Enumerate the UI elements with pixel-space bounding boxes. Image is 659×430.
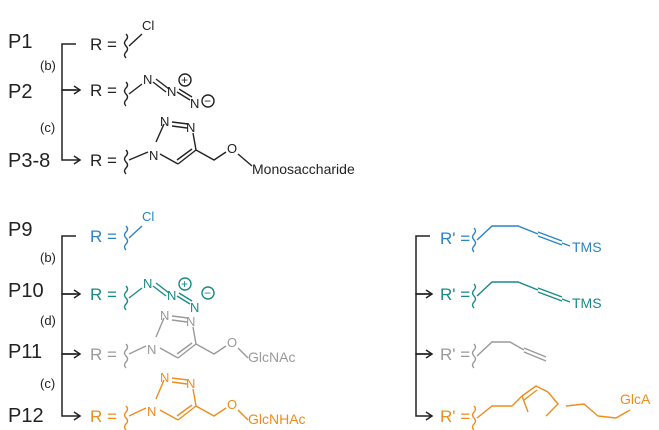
atom-n2-triazole-top: N [160, 114, 169, 129]
label-p3-8: P3-8 [8, 150, 50, 172]
substituent-cl-top [123, 33, 143, 59]
substituent-triazole-p12 [123, 377, 249, 430]
r-prime-label-1: R' = [440, 229, 470, 248]
r-prime-label-3: R' = [440, 345, 470, 364]
tms-label-1: TMS [572, 239, 602, 255]
step-b-bottom: (b) [40, 250, 56, 265]
glcnhac-label: GlcNHAc [248, 411, 306, 427]
tms-label-2: TMS [572, 295, 602, 311]
r-label-p12: R = [90, 407, 117, 426]
glca-label: GlcA [620, 391, 651, 407]
step-c-top: (c) [40, 120, 55, 135]
plus-charge-icon [178, 277, 192, 291]
atom-n3-triazole-top: N [186, 120, 195, 135]
substituent-azide-p10 [123, 277, 215, 311]
substituent-triazole-glca [471, 385, 631, 430]
charge-plus-p10: + [181, 277, 188, 291]
wavy-bond-icon [471, 343, 477, 369]
r-label-p9: R = [90, 227, 117, 246]
step-d-bottom: (d) [40, 313, 56, 328]
atom-n2-top: N [167, 84, 176, 99]
charge-plus-top: + [181, 73, 188, 87]
label-p11: P11 [8, 341, 42, 363]
right-series-brackets [415, 235, 434, 421]
atom-n1-p12: N [147, 404, 156, 419]
r-label-p10: R = [90, 285, 117, 304]
wavy-bond-icon [123, 285, 129, 311]
r-prime-label-4: R' = [440, 407, 470, 426]
substituent-triazole-p11 [123, 315, 249, 369]
substituent-azide-top [123, 73, 215, 108]
charge-minus-top: − [204, 94, 211, 108]
glcnac-label: GlcNAc [248, 349, 295, 365]
substituent-cl-p9 [123, 225, 143, 251]
r-label-p3: R = [90, 151, 117, 170]
atom-n3-top: N [190, 96, 199, 111]
bracket-p11-p12 [61, 353, 80, 417]
atom-n1-triazole-top: N [149, 148, 158, 163]
atom-n2-p10: N [167, 288, 176, 303]
atom-n1-p10: N [143, 276, 152, 291]
substituent-alkyne-3 [471, 341, 547, 369]
atom-cl-p9: Cl [142, 209, 154, 224]
substituent-alkyne-tms-2 [471, 281, 571, 309]
wavy-bond-icon [123, 343, 129, 369]
atom-o-p11: O [227, 335, 237, 350]
bracket-p10-p11 [61, 293, 80, 355]
r-prime-label-2: R' = [440, 285, 470, 304]
top-series [61, 43, 82, 165]
arrow-head-p2 [73, 85, 82, 95]
atom-o-top: O [227, 141, 237, 156]
label-p2: P2 [8, 81, 32, 103]
r-label-p11: R = [90, 345, 117, 364]
atom-n3-p12: N [186, 376, 195, 391]
atom-o-p12: O [227, 397, 237, 412]
label-p9: P9 [8, 219, 32, 241]
atom-cl-top: Cl [142, 18, 154, 33]
wavy-bond-icon [471, 405, 477, 430]
label-p10: P10 [8, 280, 44, 302]
label-p1: P1 [8, 31, 32, 53]
wavy-bond-icon [123, 149, 129, 175]
atom-n1-top: N [143, 72, 152, 87]
arrow-head-p3 [73, 155, 82, 165]
plus-charge-icon [178, 73, 192, 87]
substituent-alkyne-tms-1 [471, 225, 571, 253]
monosaccharide-label: Monosaccharide [252, 161, 355, 177]
wavy-bond-icon [471, 283, 477, 309]
step-c-bottom: (c) [40, 376, 55, 391]
wavy-bond-icon [123, 33, 129, 59]
wavy-bond-icon [123, 81, 129, 107]
wavy-bond-icon [123, 225, 129, 251]
step-b-top: (b) [40, 58, 56, 73]
bracket-p1-p2 [61, 43, 80, 91]
substituent-triazole-top [123, 121, 253, 175]
wavy-bond-icon [123, 405, 129, 430]
atom-n2-p11: N [160, 308, 169, 323]
atom-n3-p11: N [186, 314, 195, 329]
bottom-series-brackets [61, 235, 82, 421]
minus-charge-icon [201, 94, 215, 108]
wavy-bond-icon [471, 227, 477, 253]
atom-n1-p11: N [147, 342, 156, 357]
bracket-p2-p3 [61, 89, 80, 161]
bracket-p9-p10 [61, 235, 80, 295]
label-p12: P12 [8, 405, 44, 427]
minus-charge-icon [201, 286, 215, 300]
atom-n2-p12: N [160, 370, 169, 385]
r-label-p2: R = [90, 81, 117, 100]
atom-n3-p10: N [190, 300, 199, 315]
charge-minus-p10: − [204, 286, 211, 300]
r-label-p1: R = [90, 35, 117, 54]
